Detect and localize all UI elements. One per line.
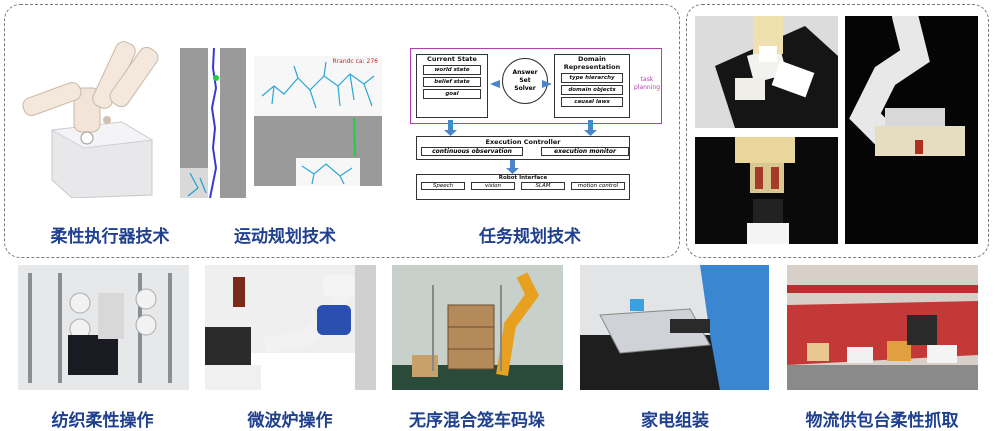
domain-item: causal laws (561, 97, 623, 107)
execution-controller-box: Execution Controller continuous observat… (416, 136, 630, 160)
motion-plot-annotation: Rrandc ca: 276 (332, 58, 379, 65)
diagram-outer-border (410, 48, 662, 124)
technology-panel (4, 4, 680, 258)
domain-item: type hierarchy (561, 73, 623, 83)
robot-interface-item: SLAM (521, 182, 565, 190)
current-state-title: Current State (427, 55, 477, 63)
robot-arm-dark-photo (845, 16, 978, 244)
solver-circle: Answer Set Solver (502, 58, 548, 104)
caption-cage-stacking: 无序混合笼车码垛 (409, 411, 545, 431)
continuous-observation-chip: continuous observation (421, 147, 523, 156)
domain-representation-box: Domain Representation type hierarchy dom… (554, 54, 630, 118)
motion-planning-corridor (180, 48, 246, 198)
current-state-item: world state (423, 65, 481, 75)
robot-interface-box: Robot Interface Speech vision SLAM motio… (416, 174, 630, 200)
motion-planning-tree: Rrandc ca: 276 (254, 56, 382, 186)
cage-stacking-photo (392, 265, 563, 390)
domain-title: Domain Representation (563, 55, 621, 71)
execution-title: Execution Controller (485, 138, 561, 146)
caption-appliance: 家电组装 (641, 411, 709, 431)
robot-interface-item: vision (471, 182, 515, 190)
appliance-assembly-photo (580, 265, 769, 390)
textile-photo (18, 265, 189, 390)
execution-monitor-chip: execution monitor (541, 147, 629, 156)
logistics-photo (787, 265, 978, 390)
caption-task-planning: 任务规划技术 (479, 227, 581, 247)
robot-interface-item: motion control (571, 182, 625, 190)
task-planning-side-label: task planning (633, 76, 661, 91)
microwave-photo (205, 265, 376, 390)
current-state-box: Current State world state belief state g… (416, 54, 488, 118)
robot-interface-item: Speech (421, 182, 465, 190)
grasp-demo-panel (686, 4, 989, 258)
caption-logistics: 物流供包台柔性抓取 (805, 411, 959, 431)
task-planning-diagram: Current State world state belief state g… (410, 48, 662, 204)
caption-motion-planning: 运动规划技术 (234, 227, 336, 247)
domain-item: domain objects (561, 85, 623, 95)
current-state-item: belief state (423, 77, 481, 87)
box-grasp-photo (695, 16, 838, 128)
robot-interface-title: Robot Interface (498, 175, 548, 181)
solver-label: Answer Set Solver (512, 69, 538, 92)
caption-textile: 纺织柔性操作 (51, 411, 154, 431)
caption-microwave: 微波炉操作 (247, 411, 333, 431)
caption-soft-actuator: 柔性执行器技术 (50, 227, 170, 247)
current-state-item: goal (423, 89, 481, 99)
soft-actuator-image (12, 30, 162, 198)
gripper-closeup-photo (695, 137, 838, 244)
